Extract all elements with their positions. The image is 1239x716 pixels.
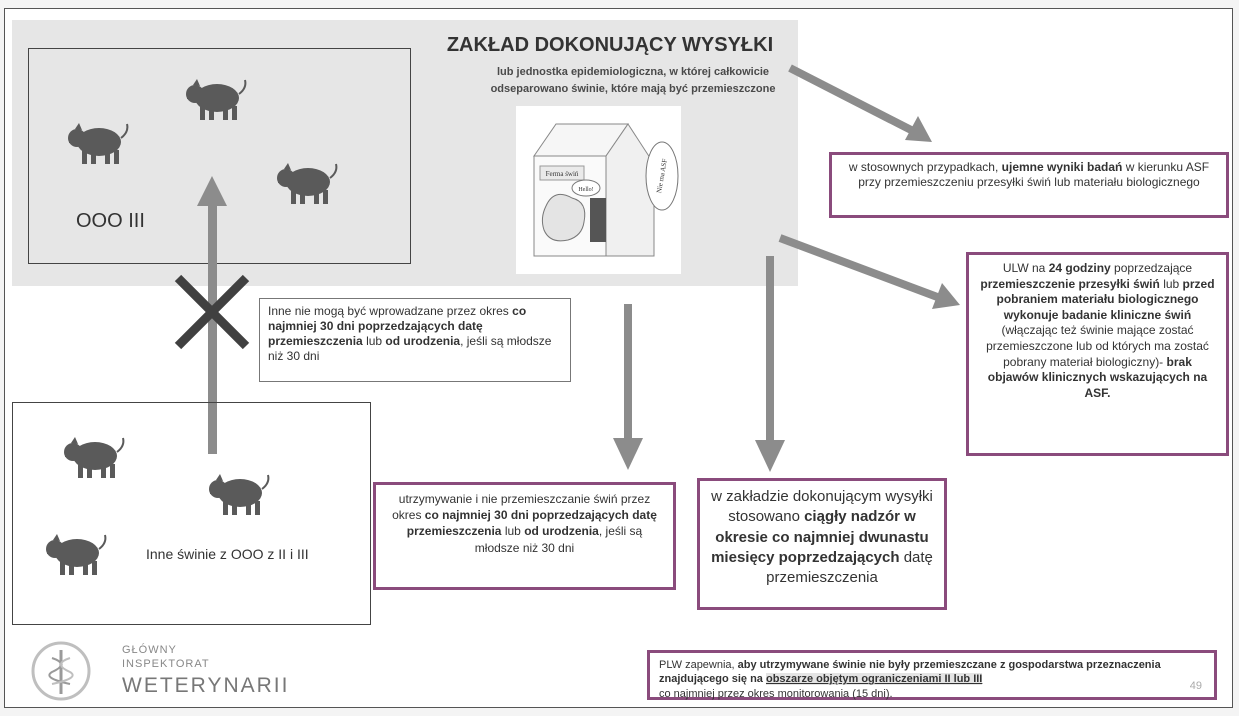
logo-line-1: GŁÓWNY: [122, 644, 177, 656]
no-intro-text-e: , jeśli są młodsze niż 30 dni: [268, 334, 552, 363]
pig-icon: [67, 122, 129, 165]
no-intro-text-a: Inne nie mogą być wprowadzane przez okre…: [268, 304, 509, 318]
keep-text-d: od urodzenia: [524, 524, 599, 539]
ulw-text-c: poprzedzające: [1114, 261, 1193, 275]
ulw-text-h: brak objawów klinicznych wskazujących na…: [987, 354, 1208, 400]
no-intro-text-b: co najmniej 30 dni poprzedzających datę …: [268, 304, 527, 348]
super-text-b: ciągły nadzór w okresie co najmniej dwun…: [711, 508, 929, 566]
other-pigs-label: Inne świnie z OOO z II i III: [146, 546, 309, 562]
no-intro-text-c: lub: [366, 334, 383, 348]
pig-icon: [276, 162, 338, 205]
keep-pigs-box: utrzymywanie i nie przemieszczanie świń …: [373, 482, 676, 590]
caduceus-icon: [31, 641, 91, 701]
logo-line-3: WETERYNARII: [122, 674, 290, 697]
keep-text-e: , jeśli są młodsze niż 30 dni: [474, 524, 643, 555]
farm-sign-text: Ferma świń: [546, 170, 579, 178]
ulw-text-f: przed pobraniem materiału biologicznego …: [996, 276, 1215, 322]
page-number: 49: [1189, 679, 1202, 692]
plw-text-a: PLW zapewnia,: [659, 659, 735, 671]
plw-text-c: obszarze objętym ograniczeniami II lub I…: [765, 673, 983, 686]
ulw-text-a: ULW na: [1002, 261, 1046, 275]
no-introduction-box: Inne nie mogą być wprowadzane przez okre…: [259, 298, 571, 382]
supervision-box: w zakładzie dokonującym wysyłki stosowan…: [697, 478, 947, 610]
negative-results-box: w stosownych przypadkach, ujemne wyniki …: [829, 152, 1229, 218]
no-intro-text-d: od urodzenia: [385, 334, 461, 348]
clinical-exam-box: ULW na 24 godziny poprzedzające przemies…: [966, 252, 1229, 456]
keep-text-b: co najmniej 30 dni poprzedzających datę …: [406, 508, 657, 539]
ulw-text-d: przemieszczenie przesyłki świń: [980, 276, 1160, 291]
other-pigs-zone: [12, 402, 371, 625]
neg-text-a: w stosownych przypadkach,: [848, 160, 999, 174]
keep-text-c: lub: [504, 524, 521, 539]
giw-logo: GŁÓWNY INSPEKTORAT WETERYNARII: [30, 640, 330, 706]
bubble-hello-text: Hello!: [578, 187, 593, 193]
ooo-iii-zone: [28, 48, 411, 264]
ulw-text-b: 24 godziny: [1048, 261, 1111, 275]
neg-text-b: ujemne wyniki badań: [1001, 160, 1123, 174]
plw-box: PLW zapewnia, aby utrzymywane świnie nie…: [647, 650, 1217, 700]
super-text-a: w zakładzie dokonującym wysyłki stosowan…: [711, 488, 933, 526]
ulw-text-g: (włączając też świnie mające zostać prze…: [986, 323, 1209, 369]
farm-illustration: Ferma świń Hello! Nie ma ASF: [516, 106, 681, 274]
logo-line-2: INSPEKTORAT: [122, 658, 210, 670]
plw-text-d: co najmniej przez okres monitorowania (1…: [659, 687, 893, 700]
ulw-text-e: lub: [1163, 276, 1180, 291]
neg-text-c: w kierunku ASF przy przemieszczeniu prze…: [858, 160, 1210, 189]
plw-text-b: aby utrzymywane świnie nie były przemies…: [659, 659, 1161, 686]
super-text-c: datę przemieszczenia: [766, 548, 933, 586]
keep-text-a: utrzymywanie i nie przemieszczanie świń …: [392, 492, 651, 523]
ooo-iii-label: OOO III: [76, 210, 145, 232]
page-title: ZAKŁAD DOKONUJĄCY WYSYŁKI: [446, 34, 774, 56]
page-subtitle: lub jednostka epidemiologiczna, w której…: [490, 66, 776, 96]
pig-icon: [185, 78, 247, 121]
